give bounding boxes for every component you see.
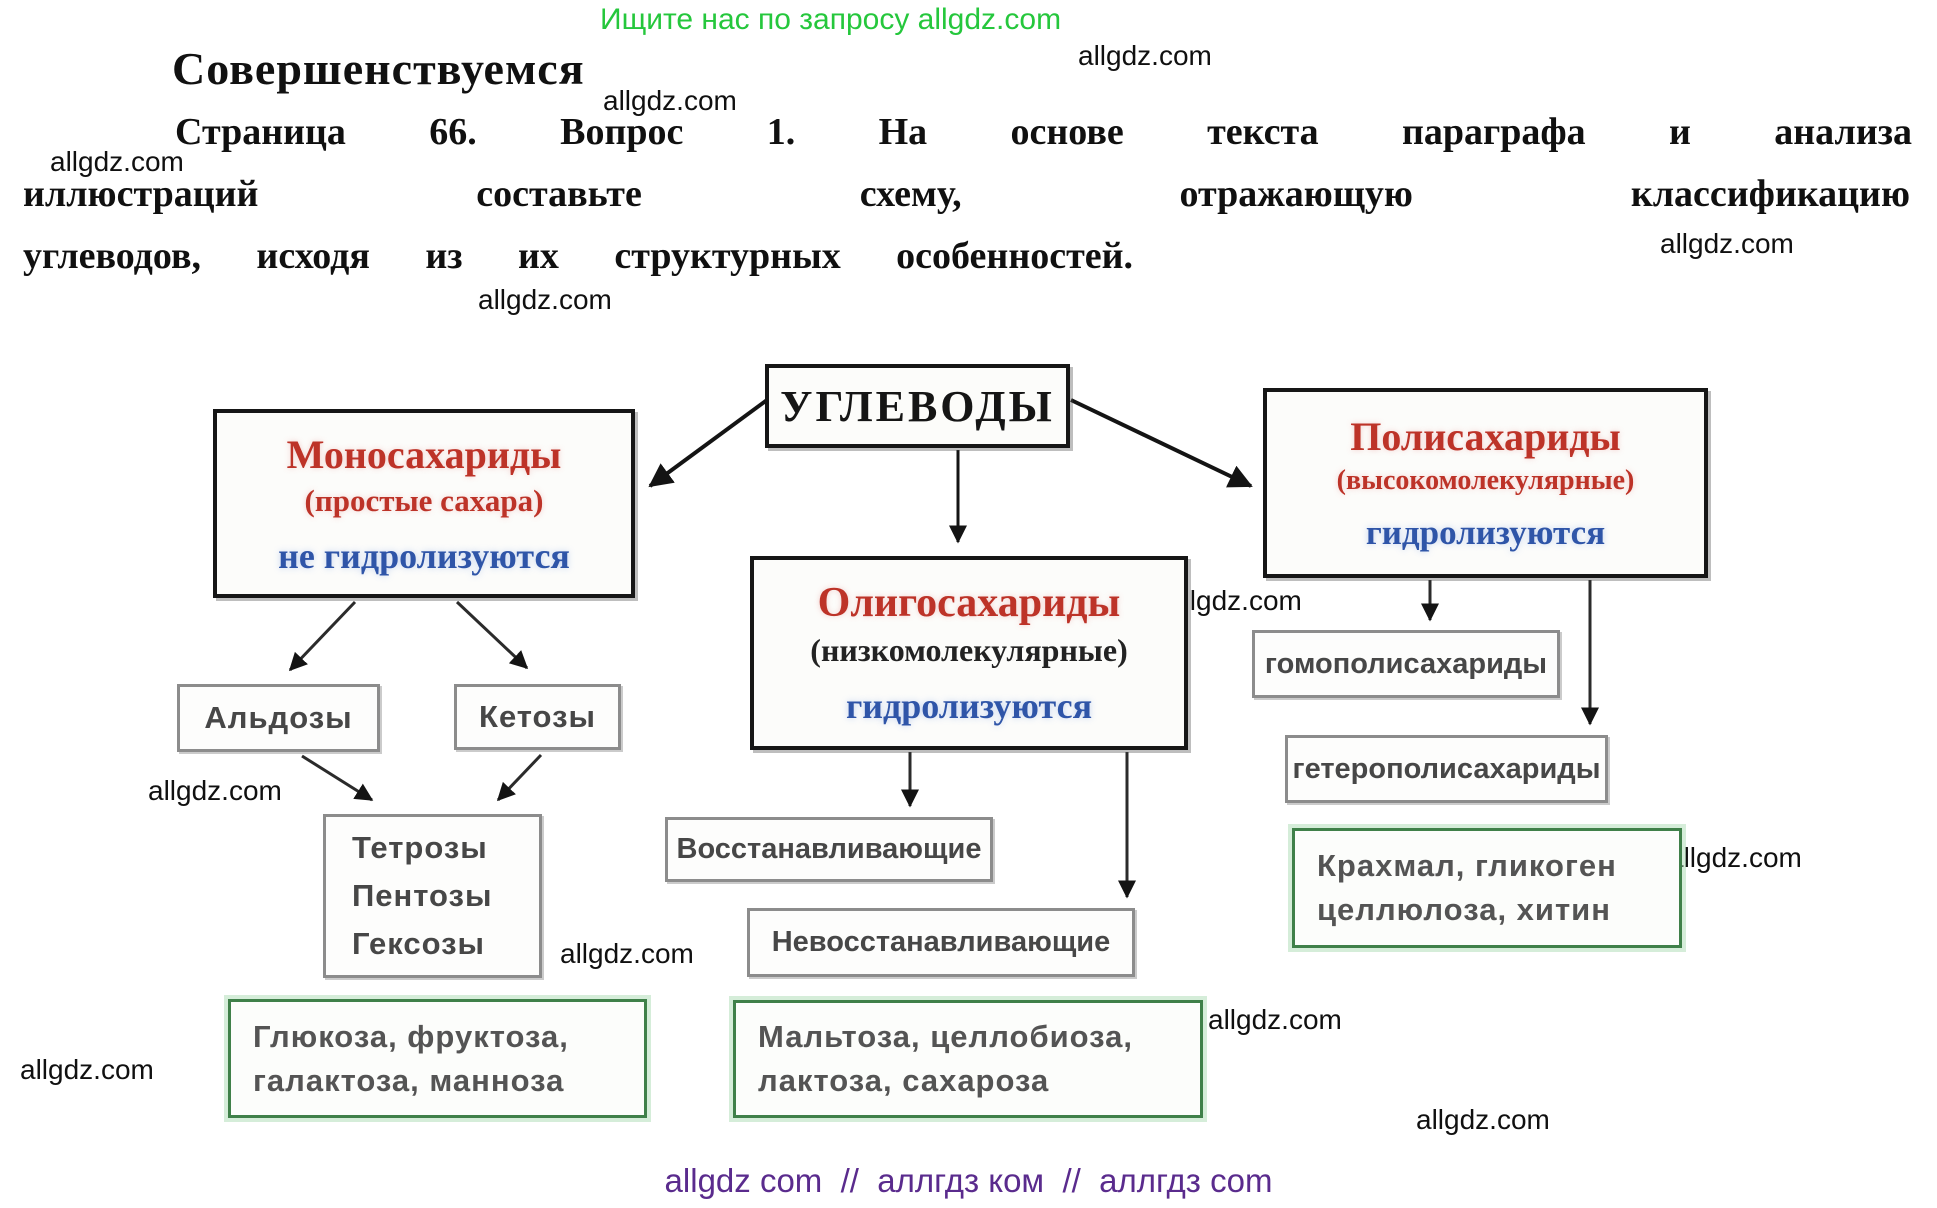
nonreducing-label: Невосстанавливающие: [771, 926, 1111, 958]
mono-examples-line-1: Глюкоза, фруктоза,: [253, 1018, 569, 1054]
box-heteropolysaccharides: гетерополисахариды: [1285, 735, 1608, 803]
carbohydrates-title: УГЛЕВОДЫ: [780, 381, 1055, 431]
box-polysaccharides: Полисахариды (высокомолекулярные) гидрол…: [1263, 388, 1708, 578]
watermark: allgdz.com: [1668, 842, 1802, 873]
reducing-label: Восстанавливающие: [676, 833, 982, 865]
ketoses-label: Кетозы: [479, 699, 596, 734]
box-nonreducing: Невосстанавливающие: [747, 908, 1135, 977]
hexoses-label: Гексозы: [352, 926, 485, 961]
watermark: allgdz.com: [148, 775, 282, 806]
connector-root-mono: [648, 398, 769, 488]
poly-examples-line-2: целлюлоза, хитин: [1317, 892, 1611, 927]
connector-mono-aldoses: [288, 600, 357, 672]
connector-aldoses-tetroses: [301, 754, 374, 802]
box-homopolysaccharides: гомополисахариды: [1252, 630, 1560, 698]
watermark: allgdz.com: [1660, 228, 1794, 259]
polysaccharides-title: Полисахариды: [1350, 414, 1621, 459]
watermark: allgdz.com: [50, 146, 184, 177]
oligo-examples-line-1: Мальтоза, целлобиоза,: [758, 1019, 1134, 1054]
watermark: allgdz.com: [20, 1054, 154, 1085]
watermark: allgdz.com: [1416, 1104, 1550, 1135]
tetroses-label: Тетрозы: [352, 830, 488, 865]
box-aldoses: Альдозы: [177, 684, 380, 752]
monosaccharides-subtitle: (простые сахара): [304, 482, 544, 518]
box-oligosaccharide-examples: Мальтоза, целлобиоза, лактоза, сахароза: [733, 1000, 1203, 1118]
box-reducing: Восстанавливающие: [665, 817, 993, 882]
mono-examples-line-2: галактоза, манноза: [253, 1062, 565, 1098]
oligosaccharides-subtitle: (низкомолекулярные): [810, 632, 1128, 668]
box-tetroses-pentoses-hexoses: Тетрозы Пентозы Гексозы: [323, 814, 542, 978]
monosaccharides-note: не гидролизуются: [278, 535, 570, 576]
promo-text: Ищите нас по запросу allgdz.com: [600, 3, 1062, 36]
watermark: allgdz.com: [1208, 1004, 1342, 1035]
question-text-line-1: Страница 66. Вопрос 1. На основе текста …: [175, 111, 1912, 153]
oligosaccharides-note: гидролизуются: [845, 686, 1093, 726]
pentoses-label: Пентозы: [352, 878, 493, 913]
polysaccharides-subtitle: (высокомолекулярные): [1336, 465, 1635, 496]
monosaccharides-title: Моносахариды: [286, 431, 562, 477]
watermark: allgdz.com: [560, 938, 694, 969]
oligosaccharides-title: Олигосахариды: [817, 580, 1121, 626]
footer-site-line: allgdz com // аллгдз ком // аллгдз com: [664, 1162, 1273, 1199]
watermark: allgdz.com: [1168, 585, 1302, 616]
heteropolysaccharides-label: гетерополисахариды: [1292, 752, 1601, 785]
box-ketoses: Кетозы: [454, 684, 621, 750]
polysaccharides-note: гидролизуются: [1365, 513, 1606, 552]
watermark: allgdz.com: [1078, 40, 1212, 71]
box-oligosaccharides: Олигосахариды (низкомолекулярные) гидрол…: [750, 556, 1188, 750]
connector-ketoses-tetroses: [496, 753, 543, 802]
box-polysaccharide-examples: Крахмал, гликоген целлюлоза, хитин: [1292, 828, 1682, 948]
watermark: allgdz.com: [603, 85, 737, 116]
aldoses-label: Альдозы: [204, 700, 353, 735]
question-text-line-3: углеводов, исходя из их структурных особ…: [23, 235, 1133, 277]
box-carbohydrates: УГЛЕВОДЫ: [765, 364, 1070, 448]
connector-root-poly: [1070, 398, 1253, 488]
page-title: Совершенствуемся: [172, 43, 585, 94]
homopolysaccharides-label: гомополисахариды: [1264, 647, 1548, 680]
oligo-examples-line-2: лактоза, сахароза: [758, 1063, 1050, 1098]
box-monosaccharides: Моносахариды (простые сахара) не гидроли…: [213, 409, 635, 598]
connector-mono-ketoses: [455, 600, 529, 670]
question-text-line-2: иллюстраций составьте схему, отражающую …: [23, 173, 1910, 215]
watermark: allgdz.com: [478, 284, 612, 315]
box-monosaccharide-examples: Глюкоза, фруктоза, галактоза, манноза: [228, 999, 647, 1118]
poly-examples-line-1: Крахмал, гликоген: [1317, 848, 1617, 883]
